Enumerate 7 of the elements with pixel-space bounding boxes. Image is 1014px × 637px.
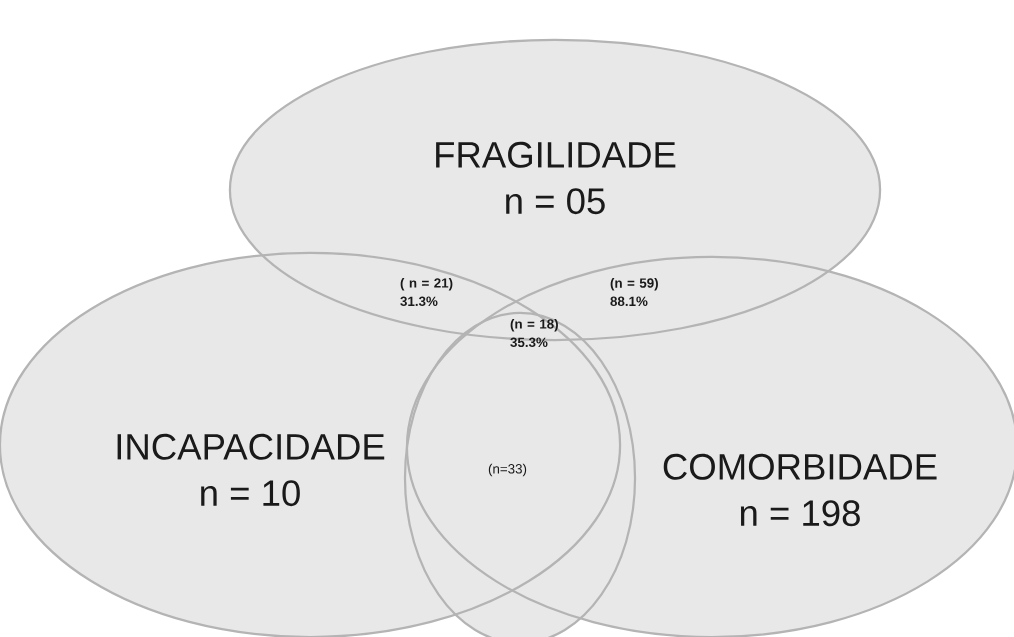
set-label: INCAPACIDADE n = 10 [117, 433, 385, 507]
intersection-label: (n=33) [488, 463, 527, 477]
intersection-label: (n = 59) 88.1% [610, 277, 658, 307]
set-label: COMORBIDADE n = 198 [663, 453, 937, 527]
set-label: FRAGILIDADE n = 05 [436, 141, 676, 215]
intersection-label: (n = 18) 35.3% [510, 318, 558, 348]
intersection-label: ( n = 21) 31.3% [400, 277, 453, 307]
